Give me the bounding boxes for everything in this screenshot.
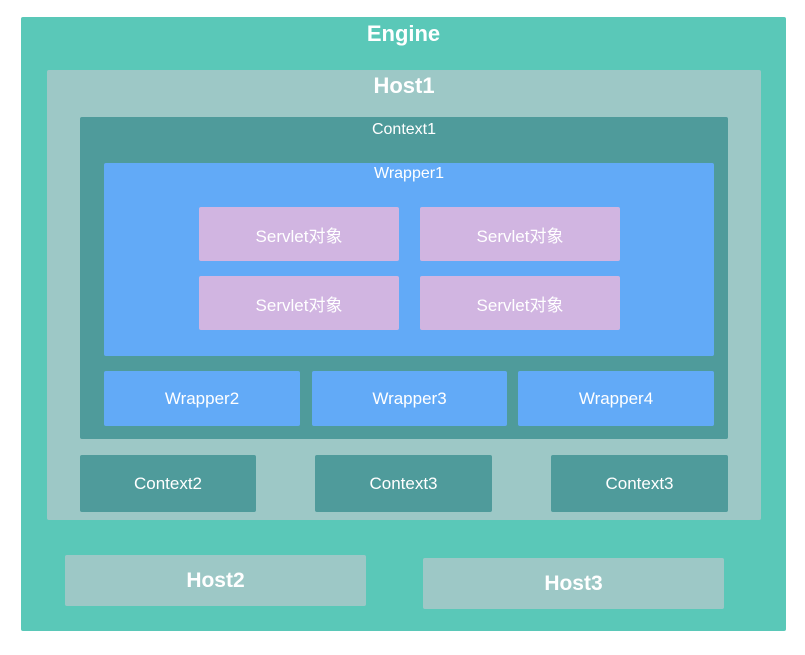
engine-title: Engine: [366, 21, 441, 46]
wrapper1-container: Wrapper1: [104, 163, 714, 356]
host2-box: Host2: [65, 555, 366, 606]
context3-box-second: Context3: [551, 455, 728, 512]
servlet-object-1: Servlet对象: [199, 207, 399, 261]
wrapper4-box: Wrapper4: [518, 371, 714, 426]
context1-title: Context1: [371, 121, 437, 138]
context3-box: Context3: [315, 455, 492, 512]
host1-title: Host1: [373, 73, 435, 98]
servlet-object-2: Servlet对象: [420, 207, 620, 261]
wrapper1-title: Wrapper1: [374, 165, 444, 182]
host3-box: Host3: [423, 558, 724, 609]
servlet-object-4: Servlet对象: [420, 276, 620, 330]
servlet-object-3: Servlet对象: [199, 276, 399, 330]
wrapper2-box: Wrapper2: [104, 371, 300, 426]
context2-box: Context2: [80, 455, 256, 512]
wrapper3-box: Wrapper3: [312, 371, 507, 426]
